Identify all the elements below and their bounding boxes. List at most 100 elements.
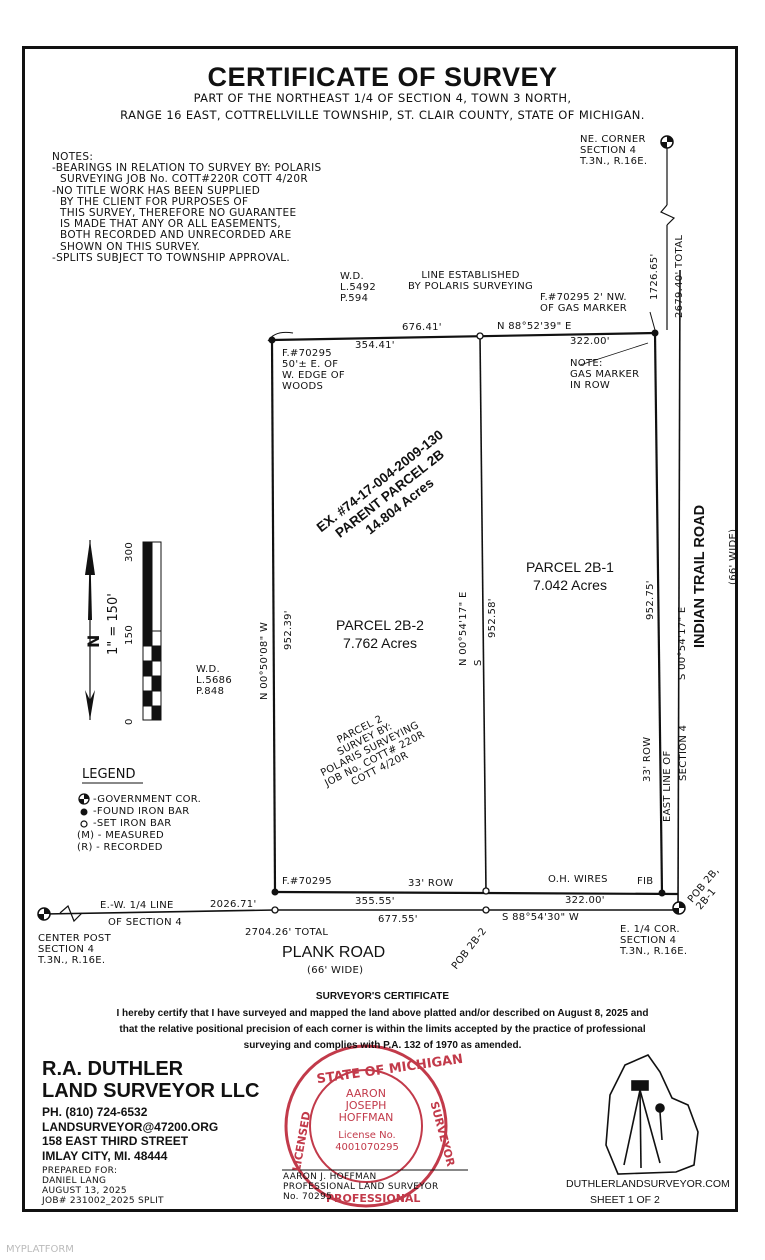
signature-line: No. 70295: [283, 1192, 333, 1202]
signature-block: AARON J. HOFFMAN PROFESSIONAL LAND SURVE…: [283, 1172, 439, 1202]
wd-top-line: L.5492: [340, 282, 376, 293]
bearing-mid-alt: S: [473, 659, 484, 666]
notes-line: -BEARINGS IN RELATION TO SURVEY BY: POLA…: [52, 162, 322, 175]
ne-corner-line: T.3N., R.16E.: [580, 156, 648, 167]
signature-line: PROFESSIONAL LAND SURVEYOR: [283, 1182, 439, 1192]
legend-list-2: (M) - MEASURED (R) - RECORDED: [77, 830, 164, 854]
note-gas-line: GAS MARKER: [570, 369, 640, 380]
parcel-2b-1-acres: 7.042 Acres: [533, 577, 607, 593]
gas-marker-line: F.#70295 2' NW.: [540, 292, 627, 303]
scale-bar: [142, 541, 162, 721]
dim-677: 677.55': [378, 914, 418, 925]
indian-trail-width: (66' WIDE): [728, 528, 739, 585]
wd-top-line: P.594: [340, 293, 369, 304]
scale-tick-0: 0: [124, 718, 135, 725]
bearing-south: S 88°54'30" W: [502, 912, 580, 923]
scale-tick-150: 150: [124, 625, 135, 645]
e-quarter-line: SECTION 4: [620, 935, 677, 946]
wd-left-line: P.848: [196, 686, 225, 697]
line-established-line: LINE ESTABLISHED: [421, 270, 520, 281]
notes-line: BY THE CLIENT FOR PURPOSES OF: [60, 195, 249, 208]
bearing-east: S 00°54'17" E: [677, 606, 688, 680]
certificate-text-line: I hereby certify that I have surveyed an…: [116, 1008, 649, 1019]
dim-322-top: 322.00': [570, 336, 610, 347]
dim-1726: 1726.65': [649, 253, 660, 300]
certificate-text-line: that the relative positional precision o…: [119, 1024, 646, 1035]
indian-trail-road-label: INDIAN TRAIL ROAD: [692, 504, 708, 648]
set-iron-bar-south: [482, 887, 490, 895]
scale-label: 1" = 150': [106, 593, 121, 655]
center-post-line: T.3N., R.16E.: [38, 955, 106, 966]
division-line: [479, 335, 487, 893]
government-corner-symbols: [37, 135, 686, 921]
dim-2704-total: 2704.26' TOTAL: [245, 927, 329, 938]
certificate-text: I hereby certify that I have surveyed an…: [40, 1006, 725, 1054]
dim-952-75: 952.75': [645, 580, 656, 620]
prepared-line: AUGUST 13, 2025: [42, 1186, 127, 1196]
prepared-line: DANIEL LANG: [42, 1176, 107, 1186]
legend-item: (M) - MEASURED: [77, 830, 165, 841]
prepared-line: PREPARED FOR:: [42, 1166, 118, 1176]
note-gas-marker: NOTE: GAS MARKER IN ROW: [570, 358, 639, 391]
note-gas-line: NOTE:: [570, 358, 603, 369]
surveyor-seal: [284, 1044, 448, 1208]
plank-road-width: (66' WIDE): [307, 965, 364, 976]
legend-item: (R) - RECORDED: [77, 842, 163, 853]
firm-name: R.A. DUTHLER LAND SURVEYOR LLC: [42, 1058, 259, 1102]
scale-tick-300: 300: [124, 542, 135, 562]
dim-2679-total: 2679.40' TOTAL: [674, 234, 685, 318]
north-arrow-icon: [85, 540, 95, 720]
notes-line: IS MADE THAT ANY OR ALL EASEMENTS,: [60, 218, 282, 231]
dim-2026: 2026.71': [210, 899, 257, 910]
legend-item: -GOVERNMENT COR.: [93, 794, 202, 805]
east-section-line: [677, 269, 681, 911]
dashed-section-line: [654, 332, 663, 895]
dim-676: 676.41': [402, 322, 442, 333]
center-post-line: SECTION 4: [38, 944, 95, 955]
notes-line: SURVEYING JOB No. COTT#220R COTT 4/20R: [60, 173, 308, 186]
parcel-2b-2-name: PARCEL 2B-2: [336, 617, 424, 633]
parcel-2b-2-acres: 7.762 Acres: [343, 635, 417, 651]
wd-top: W.D. L.5492 P.594: [340, 271, 376, 304]
oh-wires: O.H. WIRES: [548, 874, 608, 885]
row-33-east: 33' ROW: [642, 736, 653, 782]
dim-952-39: 952.39': [283, 610, 294, 650]
survey-sheet-border: [22, 46, 738, 1212]
certificate-text-line: surveying and complies with P.A. 132 of …: [243, 1040, 522, 1051]
fib-label: FIB: [637, 876, 654, 887]
website: DUTHLERLANDSURVEYOR.COM: [566, 1178, 730, 1190]
seal-name-line: AARON: [346, 1087, 386, 1100]
page-title: CERTIFICATE OF SURVEY: [207, 62, 558, 92]
gas-marker-fnum: F.#70295 2' NW. OF GAS MARKER: [540, 292, 627, 314]
iron-bar-se: [658, 889, 666, 897]
signature-line: AARON J. HOFFMAN: [283, 1172, 377, 1182]
notes-line: SHOWN ON THIS SURVEY.: [60, 240, 201, 253]
watermark: MYPLATFORM: [6, 1244, 74, 1255]
firm-name-line: R.A. DUTHLER: [42, 1058, 184, 1080]
parcel-2b-2-label: PARCEL 2B-2 7.762 Acres: [315, 616, 445, 652]
certificate-heading: SURVEYOR'S CERTIFICATE: [315, 991, 450, 1002]
iron-bar-sw: [271, 888, 279, 896]
iron-bar-ne: [651, 329, 659, 337]
firm-name-line: LAND SURVEYOR LLC: [42, 1080, 260, 1102]
gas-marker-line: OF GAS MARKER: [540, 303, 628, 314]
prepared-for-block: PREPARED FOR: DANIEL LANG AUGUST 13, 202…: [42, 1166, 164, 1206]
south-row-line: [274, 890, 679, 896]
note-gas-line: IN ROW: [570, 380, 611, 391]
north-boundary-line: [271, 331, 656, 342]
bearing-mid: N 00°54'17" E: [458, 591, 469, 666]
notes-line: THIS SURVEY, THEREFORE NO GUARANTEE: [60, 207, 297, 220]
bearing-west: N 00°50'08" W: [259, 621, 270, 700]
ne-corner-label: NE. CORNER SECTION 4 T.3N., R.16E.: [580, 134, 647, 167]
wd-top-line: W.D.: [340, 271, 364, 282]
quarter-line: [43, 909, 276, 915]
notes-line: -SPLITS SUBJECT TO TOWNSHIP APPROVAL.: [52, 251, 290, 264]
fnum-woods-line: W. EDGE OF: [282, 370, 345, 381]
fnum-woods-line: 50'± E. OF: [282, 359, 339, 370]
line-established-line: BY POLARIS SURVEYING: [408, 281, 534, 292]
legend-item: -FOUND IRON BAR: [93, 806, 190, 817]
fnum-woods-line: WOODS: [282, 381, 324, 392]
center-post-label: CENTER POST SECTION 4 T.3N., R.16E.: [38, 933, 111, 966]
notes-line: -NO TITLE WORK HAS BEEN SUPPLIED: [52, 184, 261, 197]
dim-322-bottom: 322.00': [565, 895, 605, 906]
